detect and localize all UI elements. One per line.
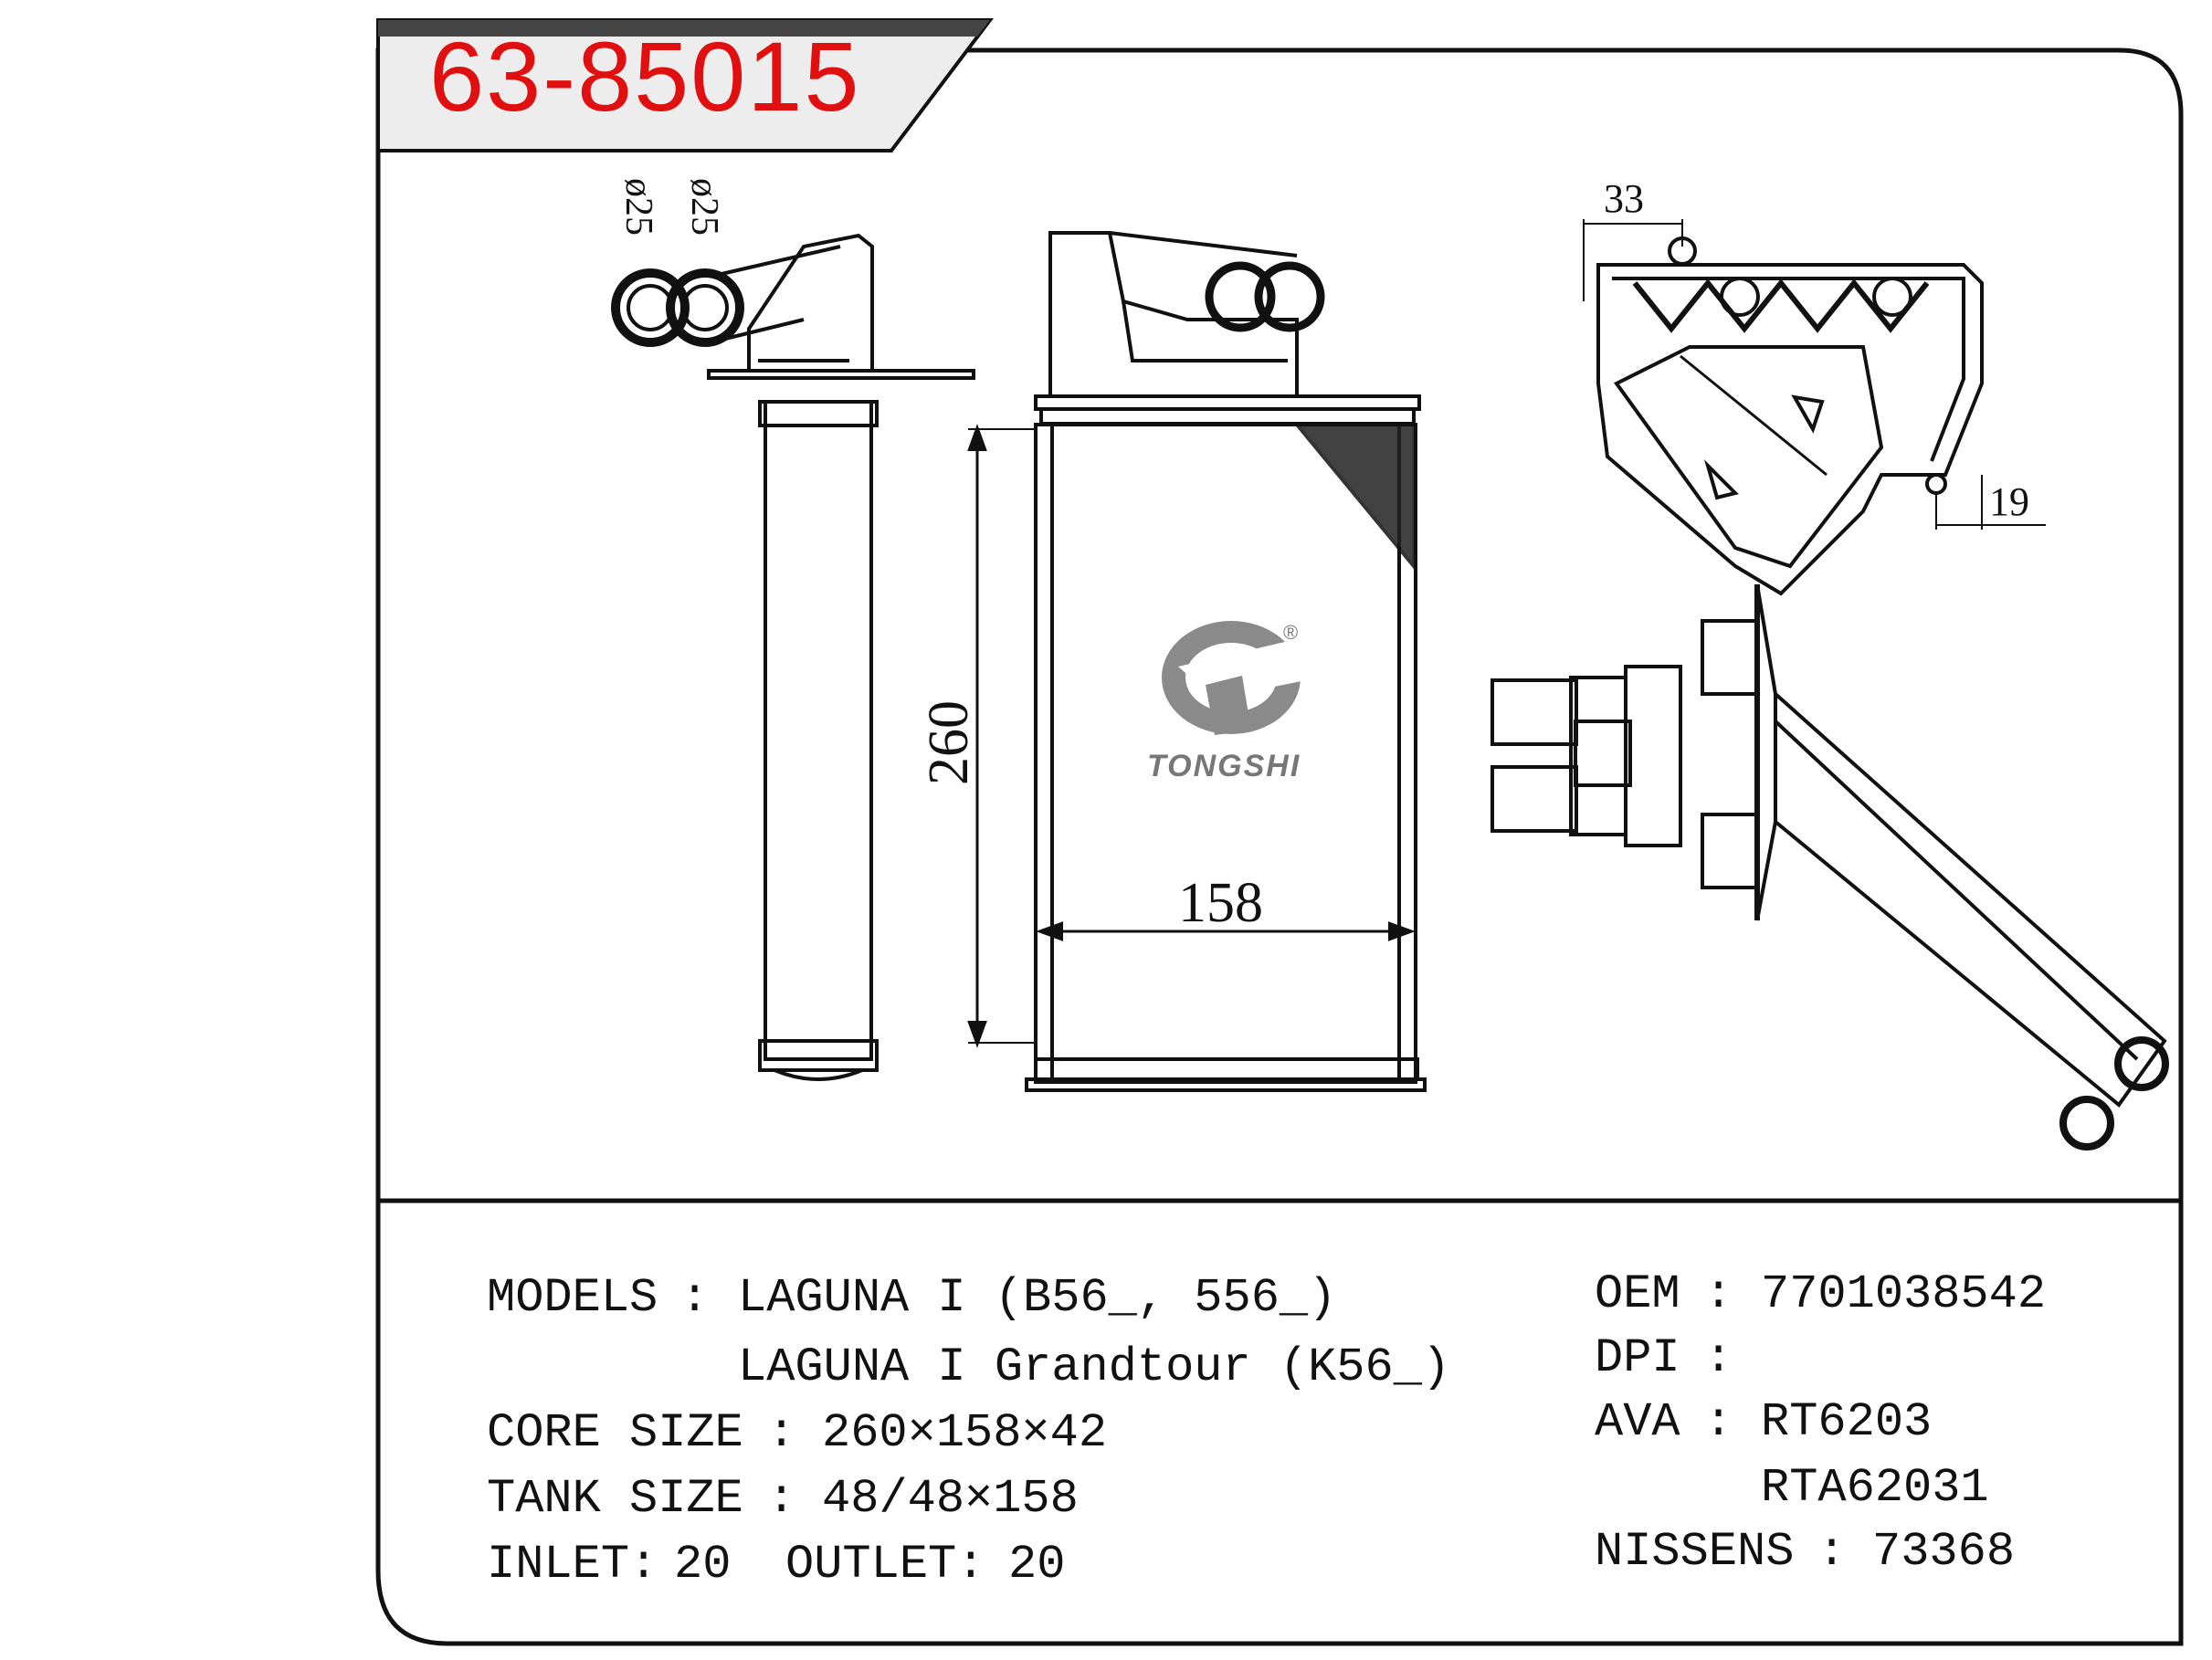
- nissens-value: 73368: [1872, 1525, 2016, 1579]
- outlet-label: OUTLET:: [785, 1538, 985, 1592]
- inlet-value: 20: [674, 1538, 732, 1592]
- oem-value: 7701038542: [1761, 1267, 2047, 1321]
- tank-size-label: TANK SIZE: [487, 1472, 743, 1526]
- core-size-colon: :: [767, 1406, 796, 1460]
- ava-label: AVA: [1595, 1395, 1680, 1449]
- nissens-label: NISSENS: [1595, 1525, 1795, 1579]
- ava-value-2: RTA62031: [1761, 1461, 1989, 1515]
- core-size-value: 260×158×42: [822, 1406, 1108, 1460]
- diameter-label-1: ø25: [617, 178, 659, 236]
- angled-view: [1490, 583, 2169, 1150]
- top-view: [1583, 219, 2046, 596]
- tank-size-value: 48/48×158: [822, 1472, 1079, 1526]
- height-dimension: 260: [918, 700, 980, 785]
- models-line-1: LAGUNA I (B56_, 556_): [738, 1271, 1337, 1325]
- models-colon: :: [680, 1271, 710, 1325]
- side-dimension: 19: [1989, 479, 2029, 524]
- core-size-label: CORE SIZE: [487, 1406, 743, 1460]
- part-code: 63-85015: [429, 21, 861, 131]
- front-view: [967, 231, 1427, 1092]
- oem-colon: :: [1704, 1267, 1733, 1321]
- nissens-colon: :: [1817, 1525, 1847, 1579]
- oem-label: OEM: [1595, 1267, 1680, 1321]
- models-label: MODELS: [487, 1271, 658, 1325]
- outlet-value: 20: [1008, 1538, 1066, 1592]
- diameter-label-2: ø25: [683, 178, 725, 236]
- brand-logo-text: TONGSHI: [1147, 749, 1301, 783]
- tongshi-logo-mark: [1162, 621, 1306, 735]
- ava-value-1: RT6203: [1761, 1395, 1933, 1449]
- side-view: [611, 233, 975, 1081]
- dpi-label: DPI: [1595, 1331, 1680, 1385]
- models-line-2: LAGUNA I Grandtour (K56_): [738, 1340, 1451, 1394]
- dpi-colon: :: [1704, 1331, 1733, 1385]
- top-dimension: 33: [1604, 176, 1644, 221]
- ava-colon: :: [1704, 1395, 1733, 1449]
- tank-size-colon: :: [767, 1472, 796, 1526]
- registered-mark: ®: [1283, 621, 1299, 644]
- inlet-label: INLET:: [487, 1538, 658, 1592]
- width-dimension: 158: [1178, 872, 1263, 934]
- sheet-border: [375, 47, 2184, 1646]
